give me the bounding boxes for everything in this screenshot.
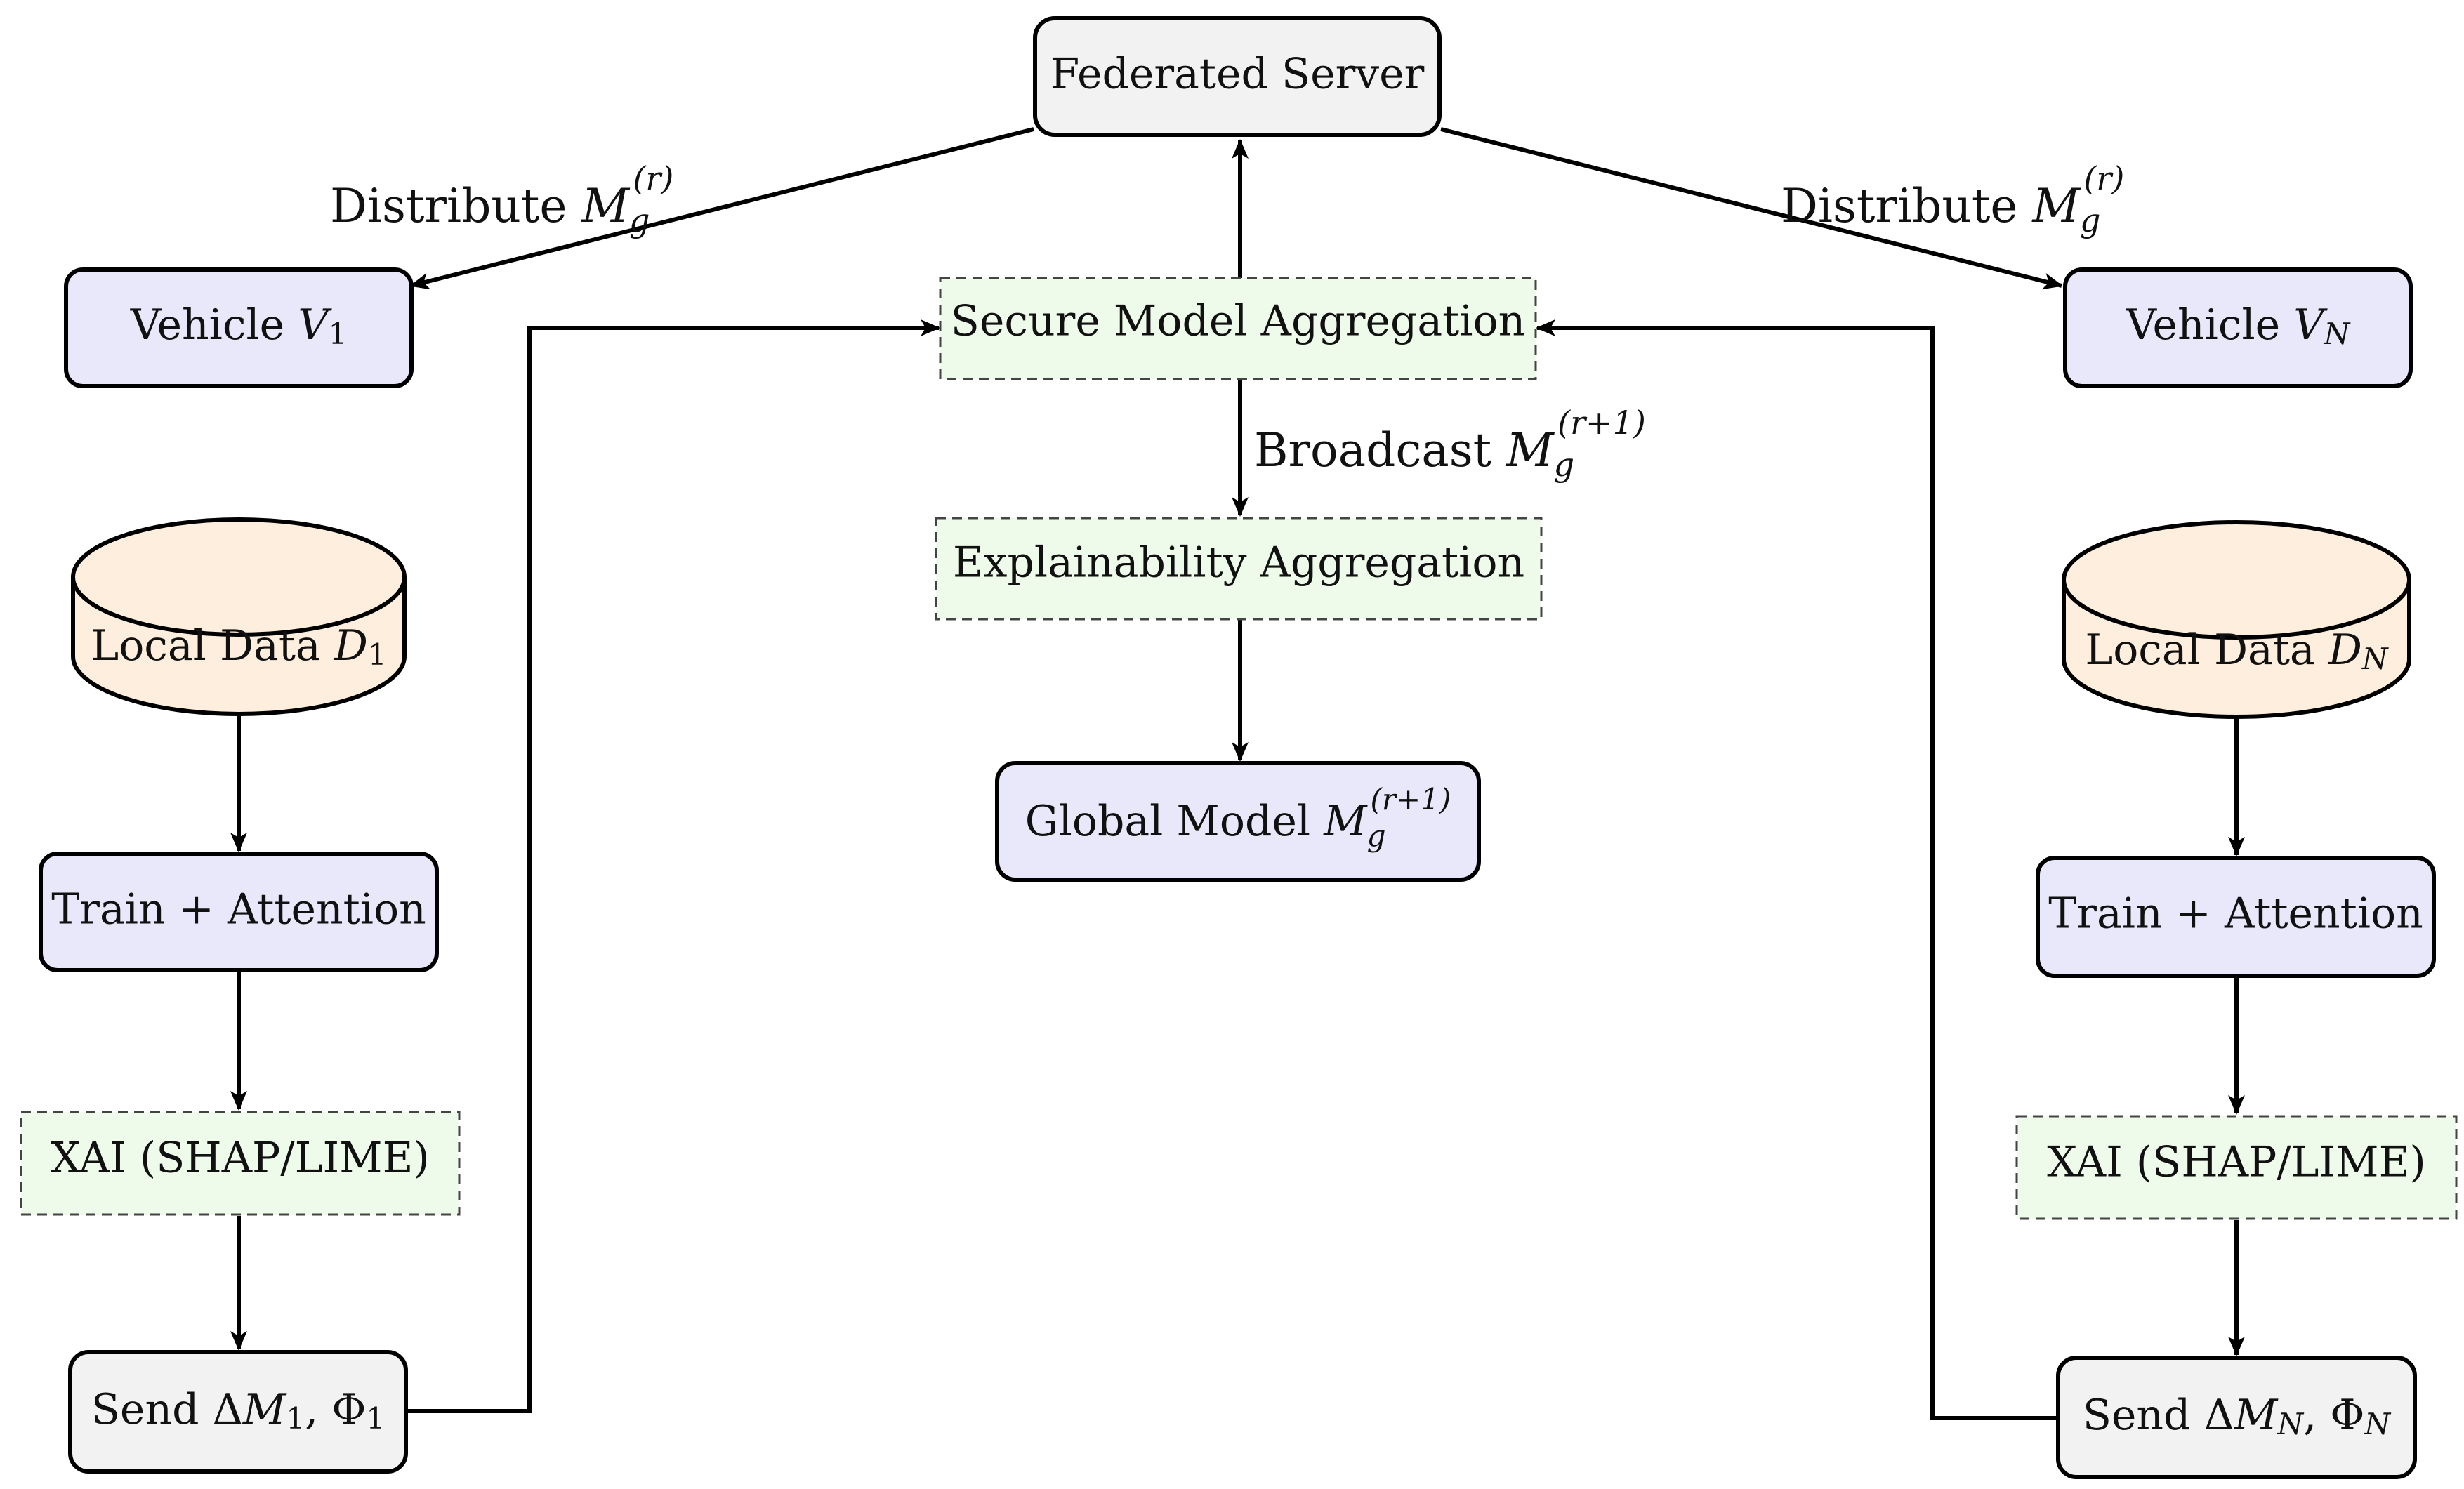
send-1-node: Send ΔM1, Φ1 (68, 1350, 408, 1474)
train-attention-n-label: Train + Attention (2048, 889, 2423, 939)
explainability-aggregation-node: Explainability Aggregation (935, 517, 1543, 621)
send-n-box (2056, 1356, 2417, 1479)
explainability-aggregation-box (935, 517, 1543, 621)
xai-1-node: XAI (SHAP/LIME) (20, 1111, 461, 1216)
edges (230, 127, 2245, 1420)
edge-server-to-vehicle-n (1440, 127, 2063, 290)
local-data-1-label: Local Data D1 (91, 621, 386, 672)
vehicle-1-label: Vehicle V1 (130, 300, 348, 351)
xai-n-label: XAI (SHAP/LIME) (2047, 1138, 2426, 1187)
vehicle-1-node: Vehicle V1 (64, 267, 414, 388)
local-data-n-cylinder-top (2062, 579, 2411, 640)
train-attention-1-label: Train + Attention (51, 885, 426, 934)
xai-1-box (20, 1111, 461, 1216)
edge-send-n-to-secure-agg (1536, 319, 2057, 1420)
distribute-left-label: Distribute Mg(r) (330, 159, 673, 239)
send-1-label: Send ΔM1, Φ1 (91, 1385, 385, 1436)
send-n-node: Send ΔMN, ΦN (2056, 1356, 2417, 1479)
broadcast-label: Broadcast Mg(r+1) (1254, 404, 1646, 484)
train-attention-n-node: Train + Attention (2036, 856, 2436, 978)
secure-aggregation-box (939, 277, 1537, 380)
edge-server-to-vehicle-1 (409, 127, 1034, 290)
vehicle-1-box (64, 267, 414, 388)
federated-server-box (1033, 16, 1442, 137)
xai-n-node: XAI (SHAP/LIME) (2015, 1115, 2458, 1220)
global-model-node: Global Model Mg(r+1) (995, 761, 1481, 882)
federated-server-node: Federated Server (1033, 16, 1442, 137)
send-1-box (68, 1350, 408, 1474)
secure-aggregation-label: Secure Model Aggregation (951, 297, 1525, 346)
local-data-n-label: Local Data DN (2085, 626, 2389, 676)
secure-aggregation-node: Secure Model Aggregation (939, 277, 1537, 380)
vehicle-n-box (2063, 267, 2413, 388)
vehicle-n-label: Vehicle VN (2126, 300, 2351, 351)
distribute-right-label: Distribute Mg(r) (1781, 159, 2124, 239)
send-n-label: Send ΔMN, ΦN (2083, 1391, 2392, 1441)
explainability-aggregation-label: Explainability Aggregation (953, 538, 1524, 588)
vehicle-n-node: Vehicle VN (2063, 267, 2413, 388)
global-model-label: Global Model Mg(r+1) (1025, 782, 1451, 853)
train-attention-1-node: Train + Attention (39, 852, 439, 972)
train-attention-1-box (39, 852, 439, 972)
xai-1-label: XAI (SHAP/LIME) (51, 1134, 430, 1183)
local-data-n-cylinder (2062, 520, 2411, 719)
federated-server-label: Federated Server (1050, 50, 1425, 99)
train-attention-n-box (2036, 856, 2436, 978)
local-data-1-node: Local Data D1 (71, 517, 407, 716)
local-data-n-node: Local Data DN (2062, 520, 2411, 719)
xai-n-box (2015, 1115, 2458, 1220)
global-model-box (995, 761, 1481, 882)
local-data-1-cylinder (71, 517, 407, 716)
local-data-1-cylinder-top (71, 576, 407, 637)
edge-send-1-to-secure-agg (404, 319, 940, 1413)
